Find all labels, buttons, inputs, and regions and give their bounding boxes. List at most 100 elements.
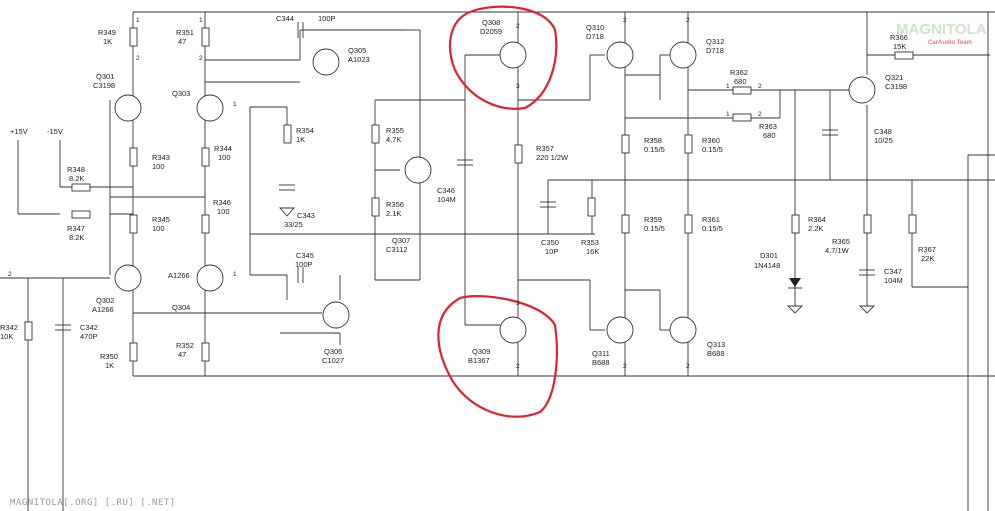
q313-ref: Q313 [707, 340, 725, 349]
q305-ref: Q305 [348, 46, 366, 55]
r346-value: 100 [217, 207, 230, 216]
c350-value: 10P [545, 247, 558, 256]
c345-ref: C345 [296, 251, 314, 260]
r355-value: 4.7K [386, 135, 401, 144]
r342-ref: R342 [0, 323, 18, 332]
q307-ref: Q307 [392, 236, 410, 245]
c343-value: 33/25 [284, 220, 303, 229]
pin-number: 1 [233, 271, 237, 278]
r353-value: 16K [586, 247, 599, 256]
r359-value: 0.15/5 [644, 224, 665, 233]
r355-ref: R355 [386, 126, 404, 135]
pin-number: 2 [136, 55, 140, 62]
c347-ref: C347 [884, 267, 902, 276]
r359-ref: R359 [644, 215, 662, 224]
c342-ref: C342 [80, 323, 98, 332]
c348-value: 10/25 [874, 136, 893, 145]
pin-number: 3 [516, 300, 520, 307]
resistor-symbols [24, 27, 917, 362]
pin-number: 1 [726, 83, 730, 90]
q309-ref: Q309 [472, 347, 490, 356]
q307-part: C3112 [386, 245, 408, 254]
q304-ref: Q304 [172, 303, 190, 312]
q305-part: A1023 [348, 55, 370, 64]
r347-value: 8.2K [69, 233, 84, 242]
pin-number: 2 [686, 17, 690, 24]
supply-neg-label: -15V [47, 127, 63, 136]
r354-value: 1K [296, 135, 305, 144]
r364-value: 2.2K [808, 224, 823, 233]
r349-ref: R349 [98, 28, 116, 37]
r356-value: 2.1K [386, 209, 401, 218]
r342-value: 10K [0, 332, 13, 341]
pin-number: 1 [199, 17, 203, 24]
r345-ref: R345 [152, 215, 170, 224]
r345-value: 100 [152, 224, 165, 233]
r354-ref: R354 [296, 126, 314, 135]
c350-ref: C350 [541, 238, 559, 247]
r358-ref: R358 [644, 136, 662, 145]
r367-value: 22K [921, 254, 934, 263]
pin-number: 2 [199, 55, 203, 62]
c343-ref: C343 [297, 211, 315, 220]
q310-ref: Q310 [586, 23, 604, 32]
c347-value: 104M [884, 276, 903, 285]
q306-part: C1027 [322, 356, 344, 365]
q303-ref: Q303 [172, 89, 190, 98]
pin-number: 2 [516, 363, 520, 370]
d301-part: 1N4148 [754, 261, 780, 270]
r366-ref: R366 [890, 33, 908, 42]
r362-value: 680 [734, 77, 747, 86]
wires [0, 11, 995, 511]
c345-value: 100P [295, 260, 313, 269]
q304-part: A1266 [168, 271, 190, 280]
q312-ref: Q312 [706, 37, 724, 46]
highlight-loop-q309 [437, 295, 558, 418]
r364-ref: R364 [808, 215, 826, 224]
r362-ref: R362 [730, 68, 748, 77]
r357-value: 220 1/2W [536, 153, 569, 162]
pin-number: 2 [516, 23, 520, 30]
r344-ref: R344 [214, 144, 232, 153]
r348-ref: R348 [67, 165, 85, 174]
r363-ref: R363 [759, 122, 777, 131]
r363-value: 680 [763, 131, 776, 140]
pin-number: 1 [233, 101, 237, 108]
q308-part: D2059 [480, 27, 502, 36]
c342-value: 470P [80, 332, 98, 341]
transistor-symbols [114, 41, 876, 344]
r349-value: 1K [103, 37, 112, 46]
r358-value: 0.15/5 [644, 145, 665, 154]
q309-part: B1367 [468, 356, 490, 365]
r351-value: 47 [178, 37, 186, 46]
d301-ref: D301 [760, 251, 778, 260]
watermark-logo: MAGNITOLA [896, 21, 987, 38]
r350-ref: R350 [100, 352, 118, 361]
c346-ref: C346 [437, 186, 455, 195]
q301-ref: Q301 [96, 72, 114, 81]
pin-number: 2 [623, 17, 627, 24]
q321-part: C3198 [885, 82, 907, 91]
q302-part: A1266 [92, 305, 114, 314]
ground-symbols [279, 207, 876, 314]
pin-number: 1 [726, 111, 730, 118]
pin-number: 2 [8, 271, 12, 278]
pin-number: 2 [758, 83, 762, 90]
c346-value: 104M [437, 195, 456, 204]
r365-ref: R365 [832, 237, 850, 246]
r367-ref: R367 [918, 245, 936, 254]
q313-part: B688 [707, 349, 725, 358]
r352-ref: R352 [176, 341, 194, 350]
r343-value: 100 [152, 162, 165, 171]
q302-ref: Q302 [96, 296, 114, 305]
diode-d301-symbol [788, 278, 802, 289]
pin-number: 2 [623, 363, 627, 370]
pin-number: 1 [136, 17, 140, 24]
r366-value: 15K [893, 42, 906, 51]
watermark-logo-sub: CarAudio Team [928, 40, 972, 46]
q306-ref: Q306 [324, 347, 342, 356]
r365-value: 4.7/1W [825, 246, 850, 255]
r360-value: 0.15/5 [702, 145, 723, 154]
capacitor-symbols [55, 22, 875, 331]
